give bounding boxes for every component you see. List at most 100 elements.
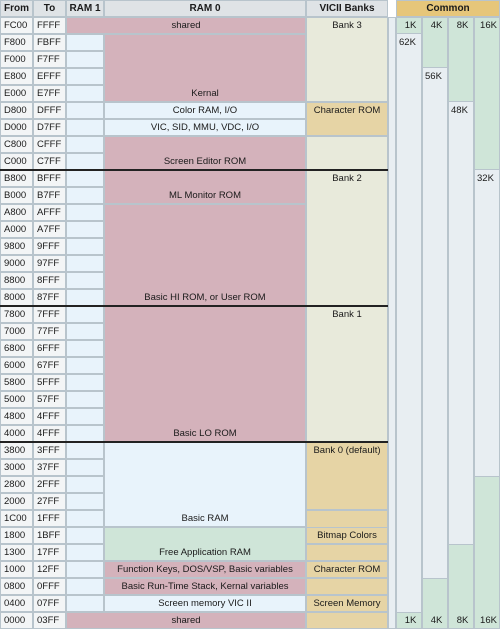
ram1-cell [66, 527, 104, 544]
from-address: 9000 [4, 258, 26, 269]
from-cell [0, 544, 33, 561]
common-size-top: 4K [430, 20, 443, 31]
to-cell [33, 323, 66, 340]
to-cell [33, 357, 66, 374]
common-remaining-note: 48K [451, 105, 468, 116]
to-address: FBFF [37, 37, 61, 48]
ram1-cell [66, 136, 104, 153]
from-cell [0, 340, 33, 357]
to-cell [33, 17, 66, 34]
to-address: DFFF [37, 105, 62, 116]
common-bottom-shade [474, 476, 500, 629]
bank-separator [0, 169, 388, 171]
ram1-cell [66, 544, 104, 561]
to-cell [33, 595, 66, 612]
ram0-block-label: Free Application RAM [159, 547, 251, 558]
from-cell [0, 51, 33, 68]
ram1-cell [66, 272, 104, 289]
ram1-cell [66, 442, 104, 459]
ram0-block-label: Screen memory VIC II [158, 598, 252, 609]
from-cell [0, 561, 33, 578]
from-address: B000 [4, 190, 27, 201]
to-cell [33, 340, 66, 357]
from-address: E000 [4, 88, 27, 99]
ram0-block-label: Color RAM, I/O [172, 105, 238, 116]
from-address: F800 [4, 37, 26, 48]
ram1-cell [66, 306, 104, 323]
to-address: AFFF [37, 207, 61, 218]
ram0-block-label: ML Monitor ROM [169, 190, 241, 201]
ram1-cell [66, 34, 104, 51]
vic-block-label: Bank 1 [332, 309, 362, 320]
header-to-label: To [43, 3, 56, 14]
ram1-cell [66, 85, 104, 102]
from-address: 7000 [4, 326, 26, 337]
ram1-cell [66, 391, 104, 408]
vic-block [306, 527, 388, 544]
header-from-label: From [4, 3, 29, 14]
ram1-cell [66, 170, 104, 187]
ram1-cell [66, 187, 104, 204]
ram0-block [104, 34, 306, 102]
common-top-shade [474, 17, 500, 170]
from-cell [0, 527, 33, 544]
to-cell [33, 51, 66, 68]
from-address: A800 [4, 207, 27, 218]
to-address: 37FF [37, 462, 60, 473]
to-address: 5FFF [37, 377, 60, 388]
ram0-block [104, 119, 306, 136]
from-address: E800 [4, 71, 27, 82]
from-cell [0, 391, 33, 408]
to-cell [33, 255, 66, 272]
to-address: 6FFF [37, 343, 60, 354]
ram0-block [104, 102, 306, 119]
from-cell [0, 255, 33, 272]
from-address: 3000 [4, 462, 26, 473]
common-size-bottom: 16K [480, 615, 497, 626]
vic-block-label: Character ROM [313, 564, 381, 575]
bank-separator [0, 441, 388, 443]
common-bottom-shade [396, 612, 422, 629]
ram1-cell [66, 561, 104, 578]
from-cell [0, 272, 33, 289]
to-cell [33, 612, 66, 629]
ram1-cell [66, 493, 104, 510]
ram1-cell [66, 204, 104, 221]
from-cell [0, 187, 33, 204]
common-size-top: 16K [480, 20, 497, 31]
from-cell [0, 357, 33, 374]
ram0-block-label: Kernal [191, 88, 219, 99]
from-address: 5000 [4, 394, 26, 405]
vic-block-label: Bank 2 [332, 173, 362, 184]
to-cell [33, 187, 66, 204]
vic-block [306, 612, 388, 629]
vic-block-label: Bank 0 (default) [313, 445, 381, 456]
to-address: 2FFF [37, 479, 60, 490]
to-address: FFFF [37, 20, 61, 31]
to-address: 1FFF [37, 513, 60, 524]
vic-block-label: Screen Memory [313, 598, 381, 609]
ram1-cell [66, 425, 104, 442]
from-address: 5800 [4, 377, 26, 388]
from-address: 1C00 [4, 513, 27, 524]
from-address: 8000 [4, 292, 26, 303]
from-address: 2000 [4, 496, 26, 507]
from-address: 1800 [4, 530, 26, 541]
common-size-top: 8K [456, 20, 469, 31]
to-cell [33, 204, 66, 221]
from-cell [0, 510, 33, 527]
to-cell [33, 272, 66, 289]
ram0-block-label: Screen Editor ROM [163, 156, 247, 167]
from-cell [0, 476, 33, 493]
ram0-block-label: shared [171, 615, 201, 626]
ram0-block [104, 136, 306, 170]
to-address: 27FF [37, 496, 60, 507]
from-cell [0, 493, 33, 510]
ram0-block [104, 306, 306, 442]
vic-block [306, 17, 388, 102]
from-address: B800 [4, 173, 27, 184]
ram1-cell [66, 119, 104, 136]
ram0-block [104, 561, 306, 578]
common-bottom-shade [422, 578, 448, 629]
vic-block [306, 578, 388, 595]
